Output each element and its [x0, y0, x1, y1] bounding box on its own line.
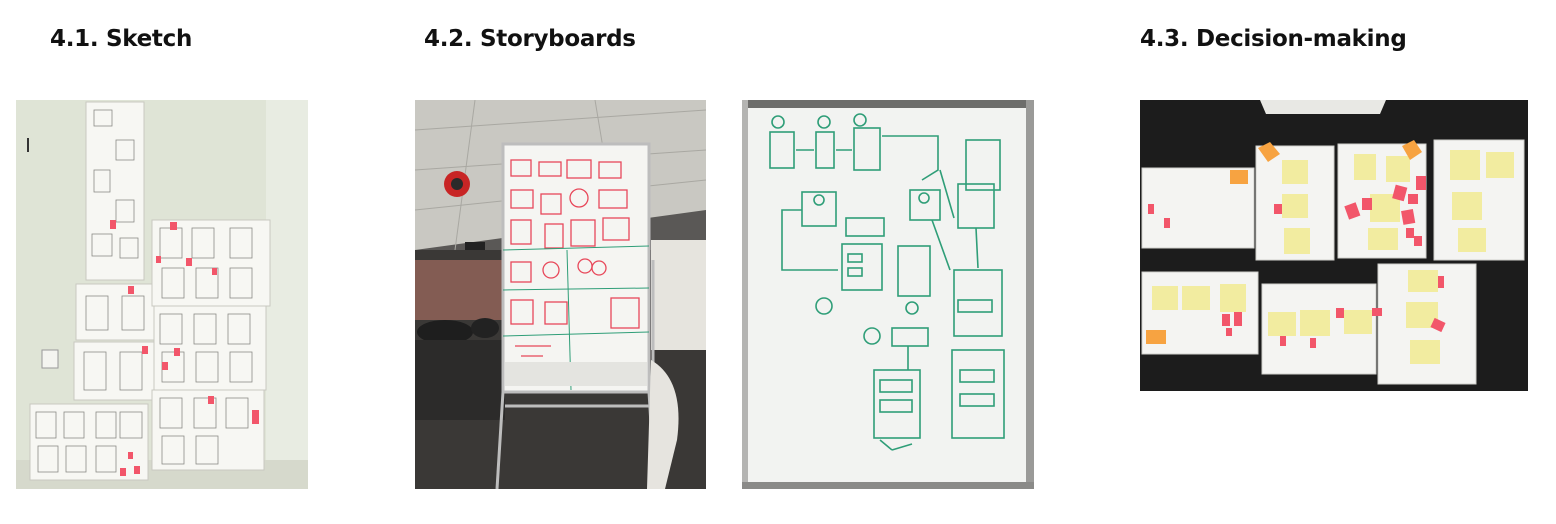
- section-heading-storyboards: 4.2. Storyboards: [424, 26, 636, 52]
- green-storyboard-photo: [742, 100, 1034, 489]
- section-heading-decision-making: 4.3. Decision-making: [1140, 26, 1407, 52]
- red-storyboard-photo: [415, 100, 706, 489]
- decision-table-photo: [1140, 100, 1528, 391]
- sketch-wall-photo: [16, 100, 308, 489]
- section-heading-sketch: 4.1. Sketch: [50, 26, 193, 52]
